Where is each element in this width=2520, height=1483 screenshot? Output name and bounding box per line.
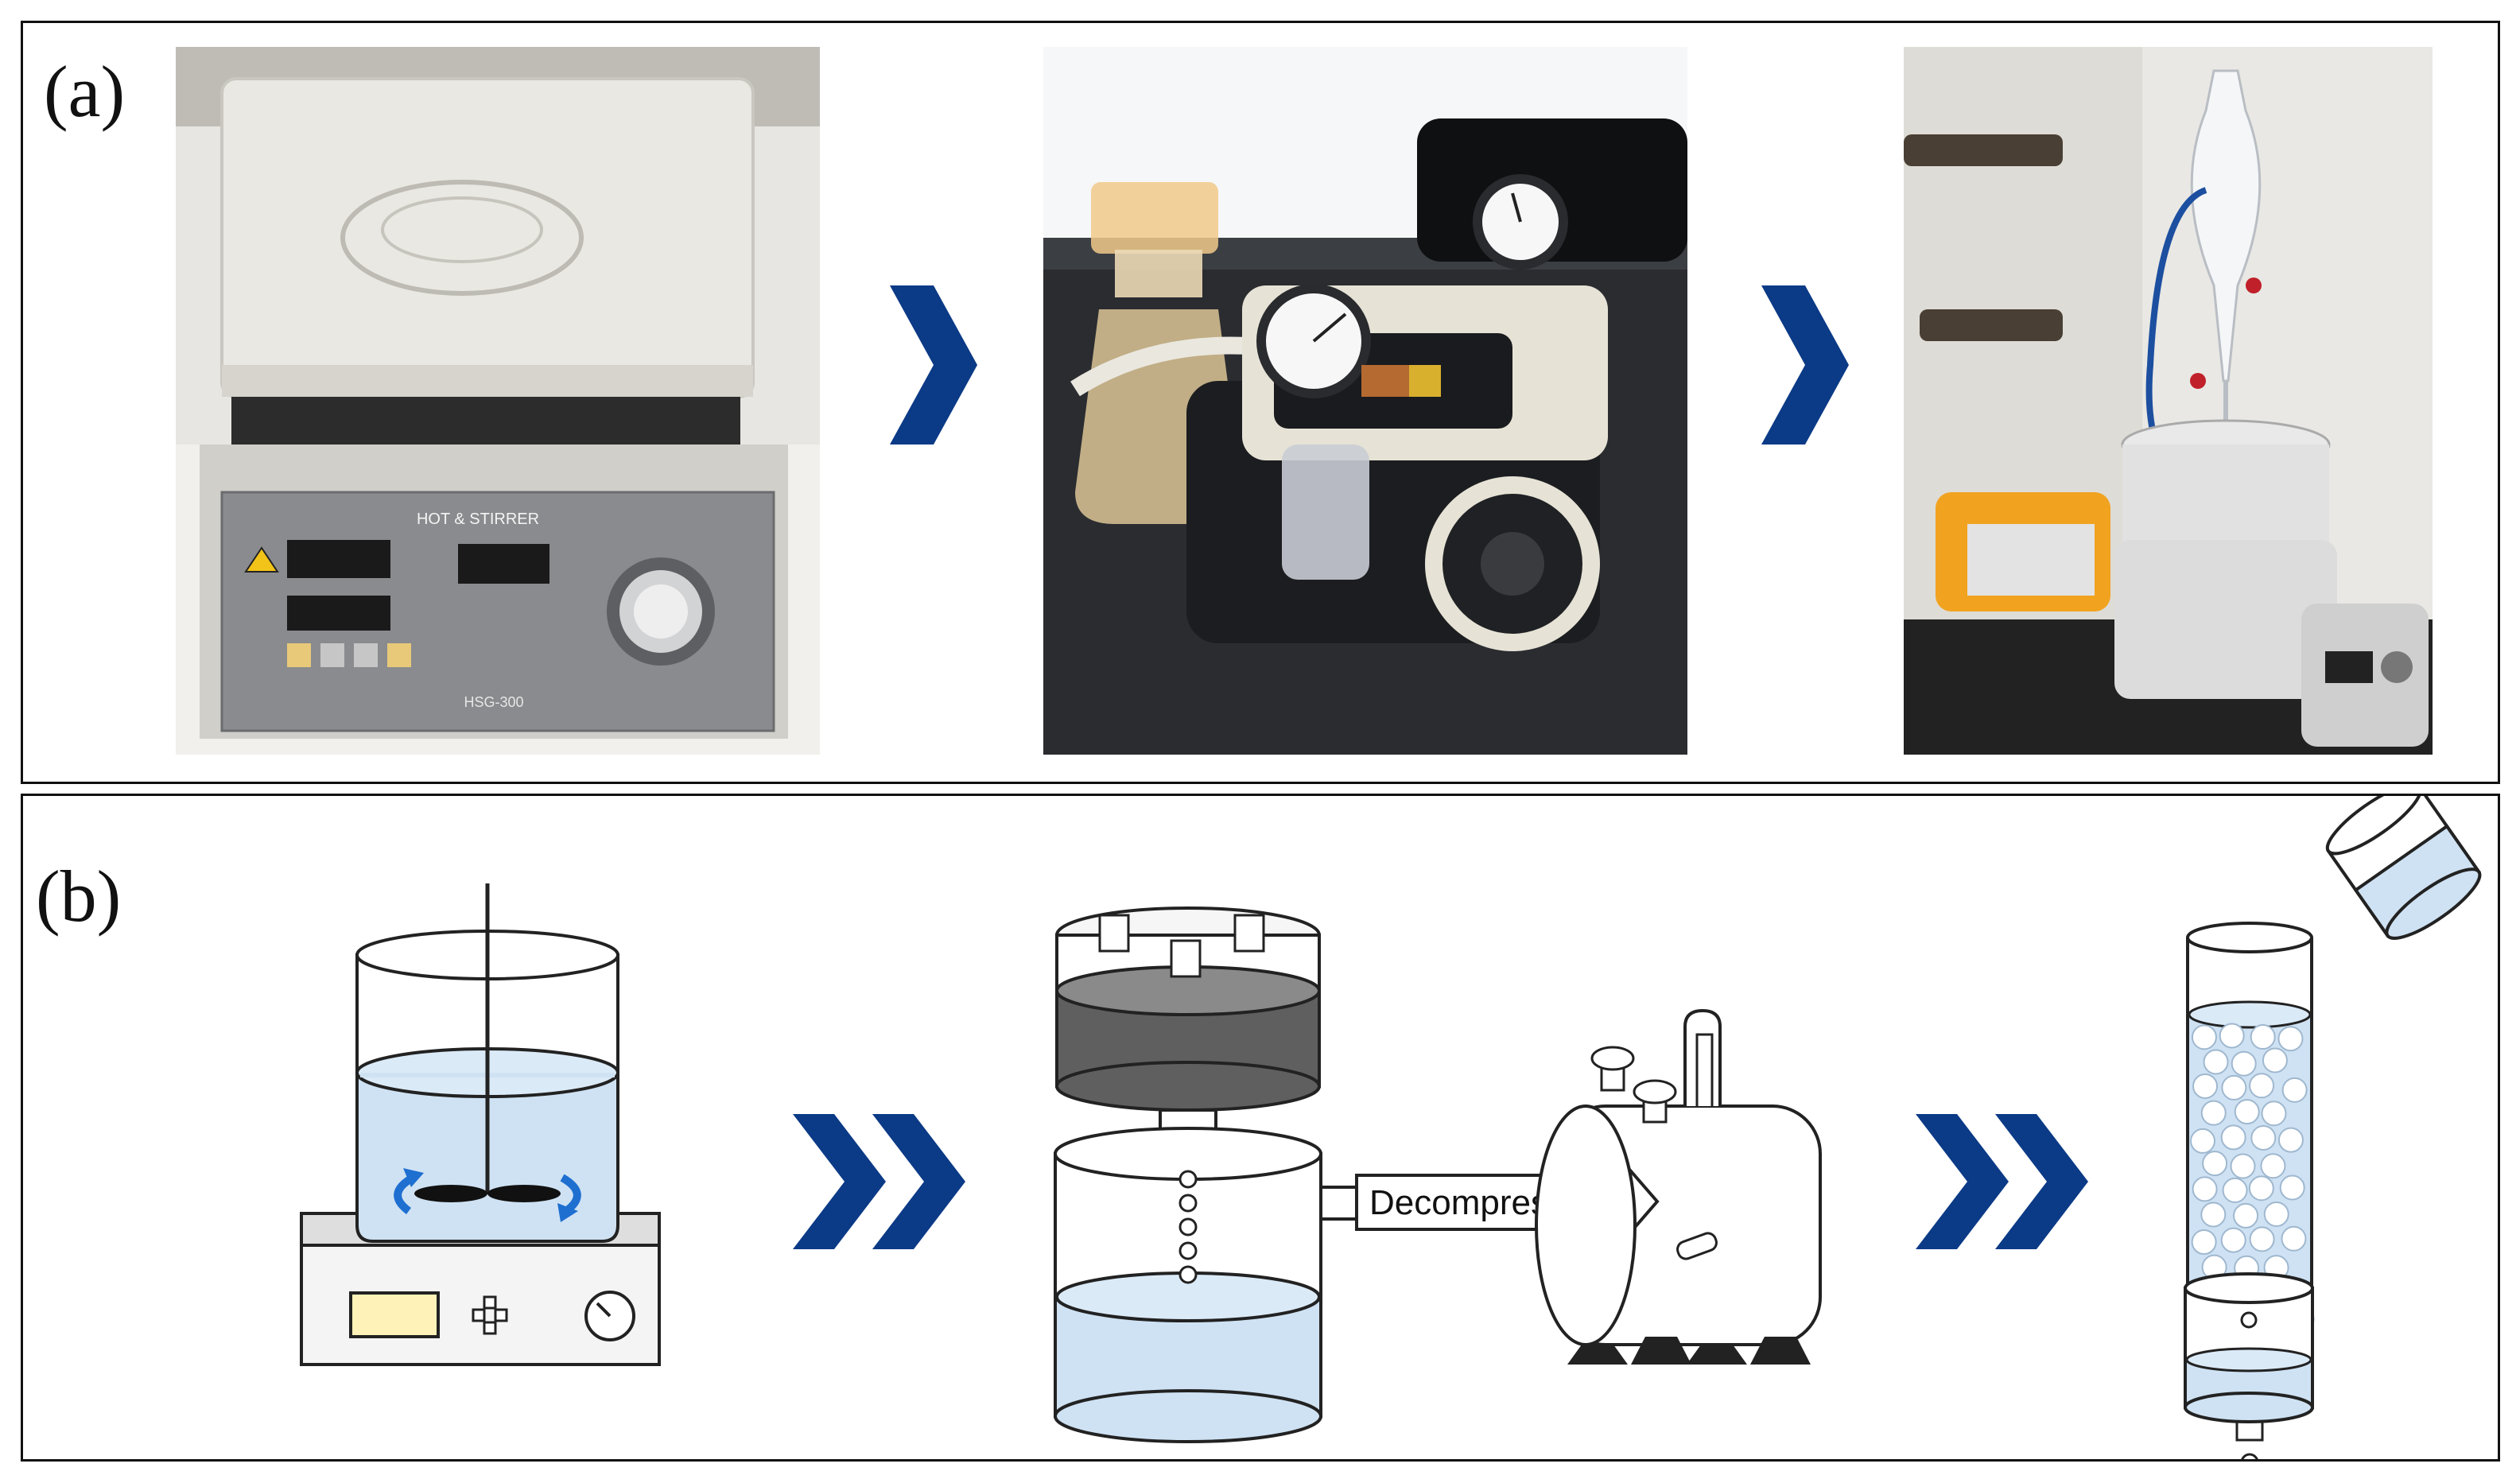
bead	[2203, 1049, 2229, 1075]
bead	[2263, 1201, 2289, 1227]
bead	[2200, 1100, 2227, 1126]
vacuum-pump-diagram	[1535, 1008, 1822, 1365]
panel-a: (a) HOT & STIRRER HSG-	[21, 21, 2500, 784]
chevron-arrow-icon	[890, 285, 977, 445]
pouring-beaker-icon	[2325, 796, 2482, 940]
hotplate-model-text: HSG-300	[464, 694, 523, 710]
bead	[2277, 1026, 2304, 1052]
double-chevron-arrow-icon	[1916, 1114, 2088, 1249]
hotplate-front-text: HOT & STIRRER	[417, 511, 539, 528]
bead	[2262, 1047, 2288, 1073]
hotplate-stirrer-photo: HOT & STIRRER HSG-300	[176, 47, 820, 755]
bead	[2233, 1202, 2259, 1229]
vacuum-pump-photo	[1043, 47, 1687, 755]
filter-unit-diagram	[1054, 906, 1358, 1443]
bead	[2190, 1128, 2216, 1154]
separatory-funnel-setup-photo	[1904, 47, 2433, 755]
bead	[2249, 1226, 2275, 1252]
panel-a-label: (a)	[44, 51, 126, 132]
bead	[2260, 1153, 2286, 1179]
bead	[2220, 1227, 2246, 1253]
bead	[2261, 1101, 2287, 1127]
bead	[2192, 1176, 2218, 1202]
bead	[2248, 1175, 2274, 1202]
bead	[2249, 1073, 2275, 1099]
bead	[2281, 1077, 2308, 1103]
bead	[2191, 1024, 2217, 1050]
bead	[2234, 1099, 2260, 1125]
bead	[2250, 1024, 2276, 1050]
bead	[2279, 1174, 2305, 1201]
stirrer-beaker-diagram	[300, 883, 661, 1366]
bead	[2192, 1073, 2219, 1099]
bead	[2277, 1127, 2304, 1153]
double-chevron-arrow-icon	[793, 1114, 965, 1249]
bead	[2230, 1153, 2256, 1179]
bead	[2220, 1124, 2246, 1151]
bead	[2191, 1229, 2217, 1256]
panel-b: (b)	[21, 794, 2500, 1462]
bead	[2281, 1225, 2307, 1252]
bead	[2202, 1151, 2228, 1177]
chevron-arrow-icon	[1761, 285, 1849, 445]
process-schematic: Decompression	[300, 796, 2482, 1459]
panel-b-label: (b)	[36, 856, 122, 937]
control-buttons-icon	[472, 1295, 508, 1335]
bead	[2221, 1074, 2247, 1101]
bead	[2200, 1202, 2227, 1228]
dial-icon	[584, 1291, 635, 1341]
bead	[2231, 1050, 2257, 1077]
bead	[2250, 1124, 2277, 1151]
bead	[2222, 1177, 2248, 1203]
bead	[2219, 1023, 2245, 1049]
